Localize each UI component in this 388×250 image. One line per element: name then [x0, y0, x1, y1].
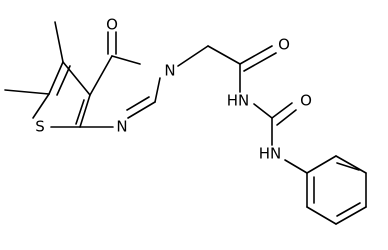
atom-label-urea-nh: HN [259, 145, 282, 163]
atom-label-n1: N [116, 118, 127, 136]
bond-methyl-5 [54, 21, 64, 63]
bond-c4-n3 [111, 55, 141, 65]
atom-label-o-amide: O [278, 36, 290, 54]
bond-n3-ch2 [177, 45, 209, 67]
thiophene-ring [32, 61, 91, 128]
bond-c4a-c4 [89, 55, 113, 96]
atom-label-o-ring: O [106, 16, 118, 34]
bond-urea-co-double [276, 109, 297, 126]
atom-label-s: S [35, 118, 45, 136]
phenyl-ring [306, 155, 367, 225]
bond-c6-s [32, 93, 50, 119]
bond-nh-urea-c [253, 103, 273, 119]
bond-c5-c6 [48, 61, 64, 95]
bond-ph-double-3 [336, 162, 360, 171]
bond-urea-co [271, 102, 293, 119]
bond-c2-n1-double [126, 96, 150, 111]
bond-amide-co-double [243, 52, 277, 72]
bond-nh-phenyl [284, 159, 308, 174]
bond-ph-5 [335, 155, 367, 174]
bond-c2-n1 [127, 101, 156, 119]
bond-ph-3 [335, 206, 367, 225]
bond-c5-c6-double [56, 65, 71, 96]
bond-ph-double-2 [336, 202, 361, 217]
pyrimidinone-ring [79, 55, 161, 128]
atom-label-o-urea: O [300, 92, 312, 110]
bond-ph-2 [306, 206, 337, 225]
bond-amide-co [239, 45, 273, 65]
bond-ch2-co [207, 45, 241, 65]
bond-methyl-6 [4, 89, 50, 95]
atom-label-amide-nh: HN [227, 92, 250, 110]
bond-ph-6 [306, 155, 337, 174]
bond-n3-c2 [154, 77, 161, 103]
bond-c4a-c5 [62, 61, 91, 96]
atom-label-n3: N [164, 62, 175, 80]
bond-c4a-c7a-double [75, 99, 85, 125]
bond-c7a-c4a [79, 94, 91, 128]
